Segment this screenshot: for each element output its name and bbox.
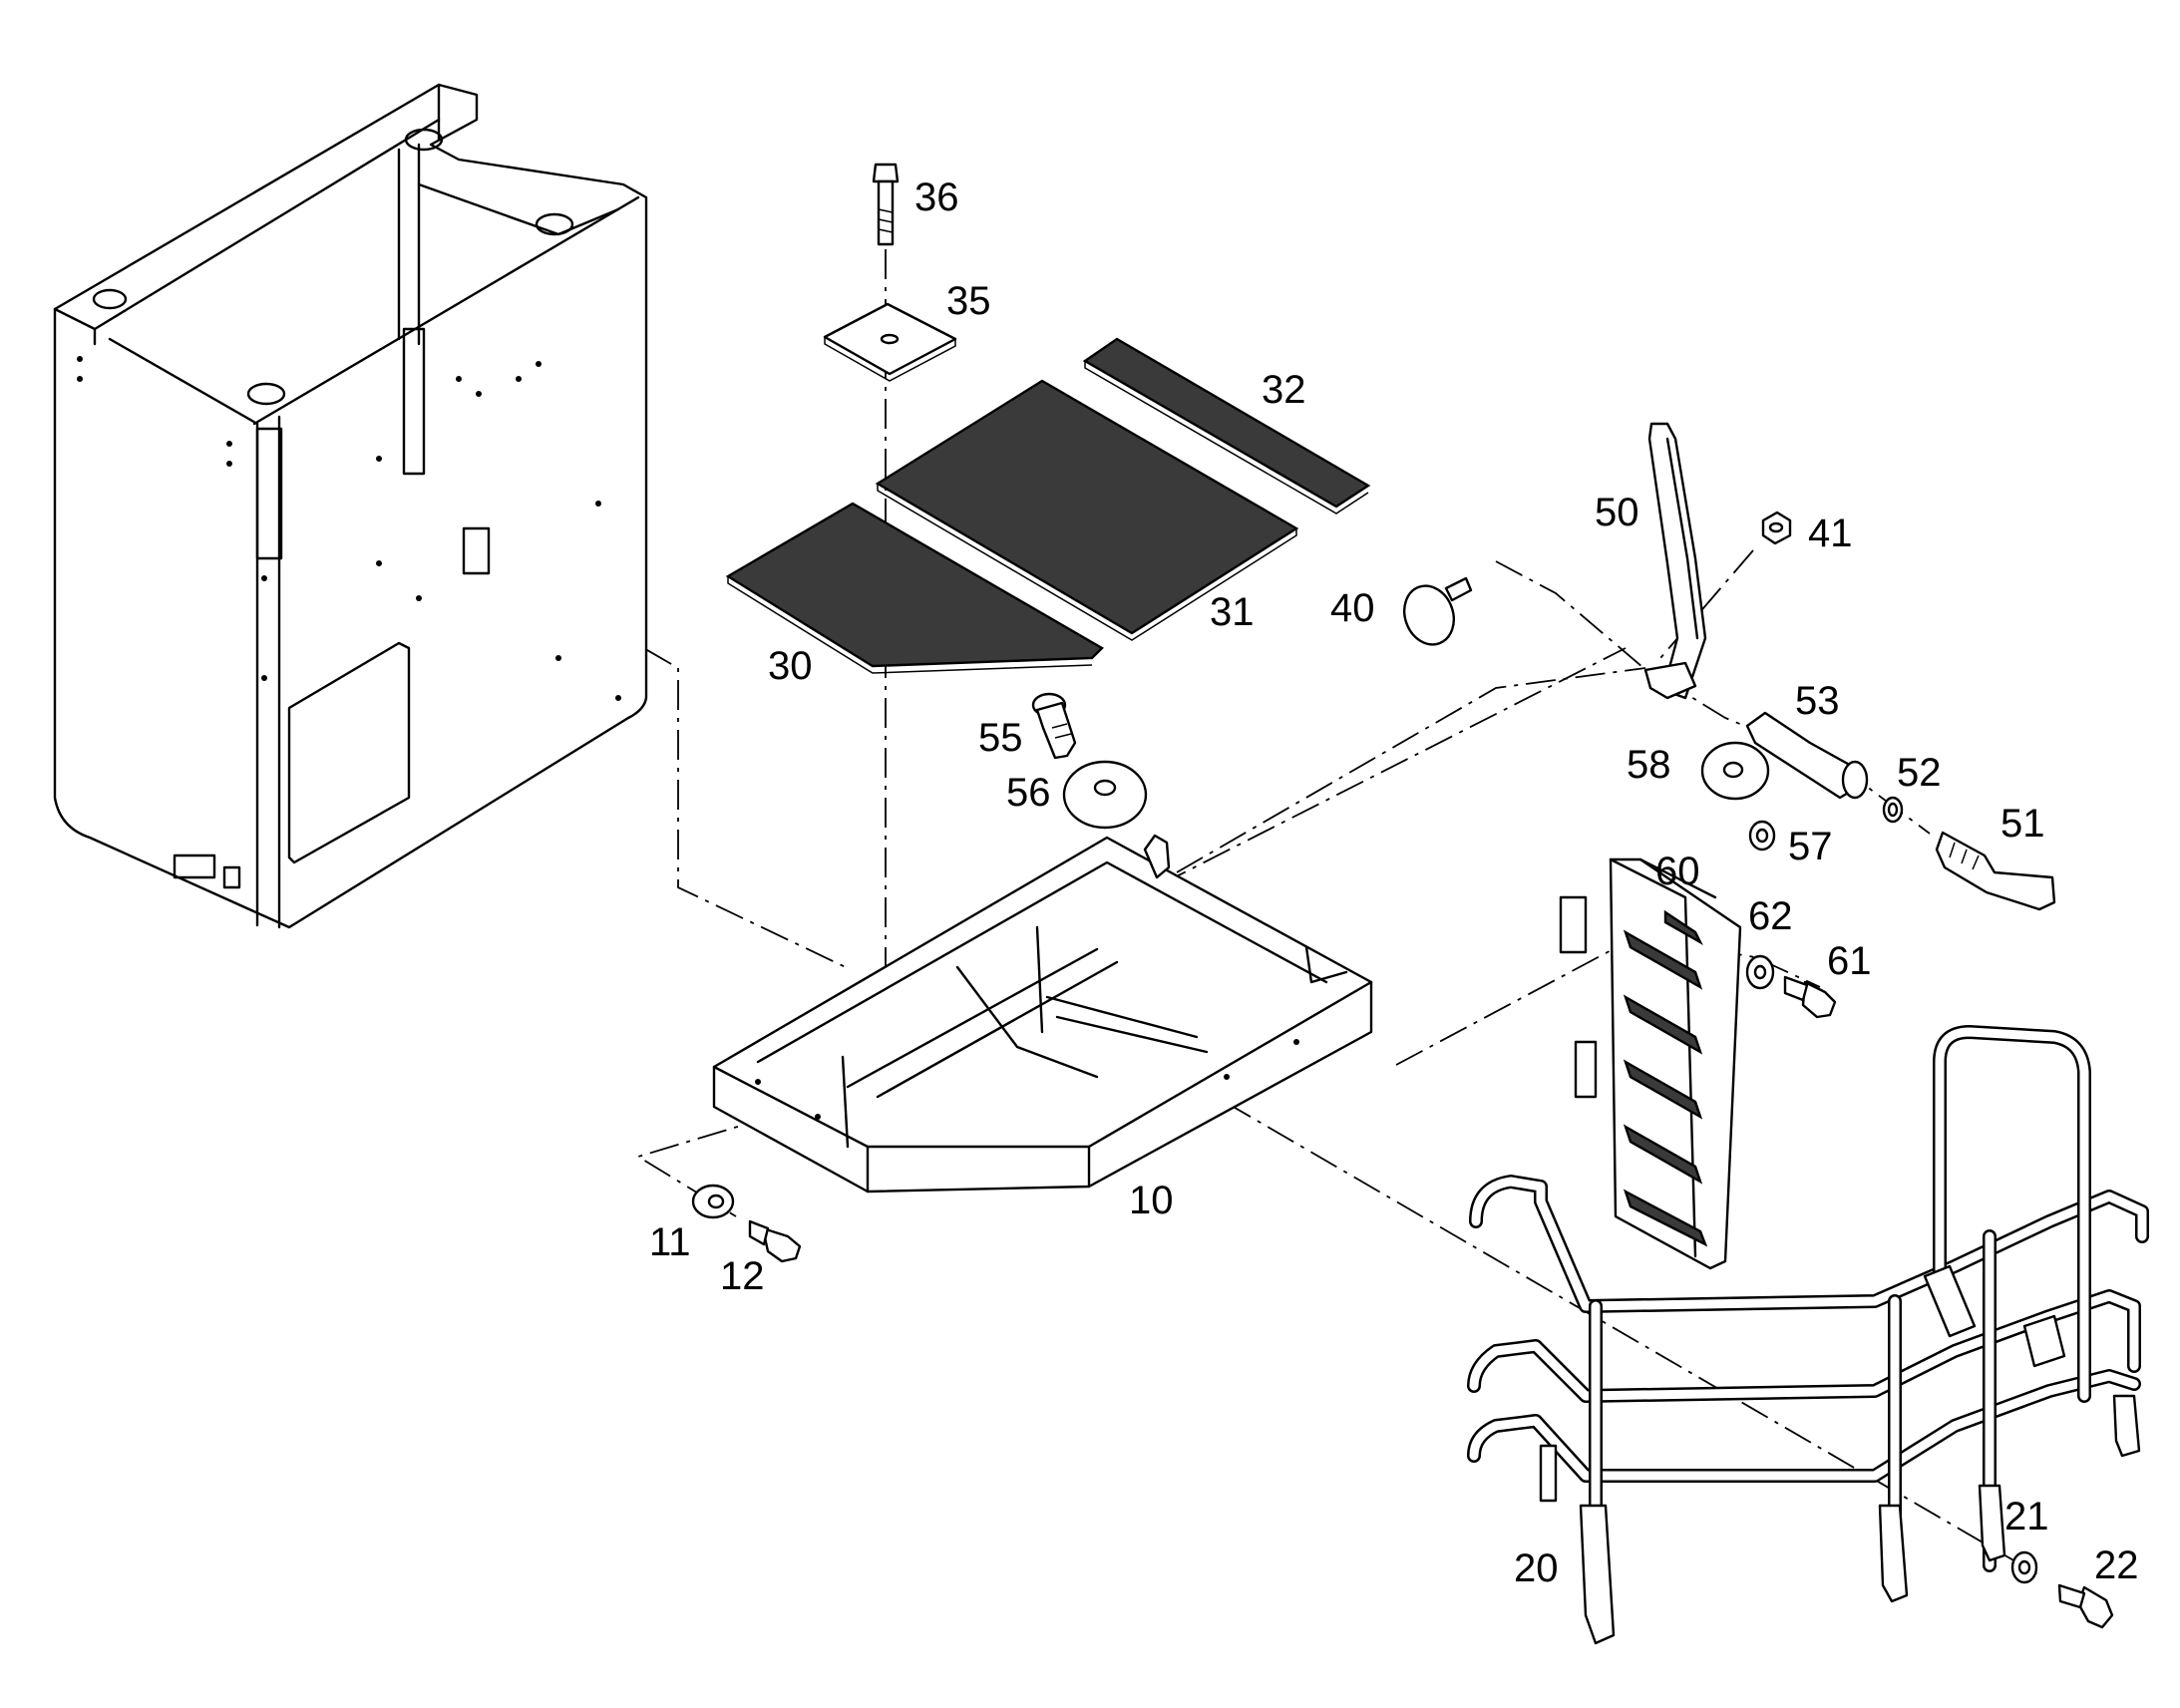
callout-51: 51 bbox=[2000, 802, 2045, 846]
callout-12: 12 bbox=[720, 1254, 765, 1298]
grating-31 bbox=[875, 379, 1299, 641]
washer-11 bbox=[691, 1184, 735, 1219]
nut-41 bbox=[1761, 511, 1792, 545]
bolt-22 bbox=[2057, 1583, 2114, 1629]
assembly-lines bbox=[256, 249, 2040, 1576]
handle-50 bbox=[1643, 422, 1707, 700]
bolt-61 bbox=[1783, 975, 1837, 1019]
base-frame bbox=[712, 834, 1373, 1194]
bolt-51 bbox=[1935, 831, 2056, 911]
callout-57: 57 bbox=[1788, 825, 1833, 868]
bolt-12 bbox=[748, 1219, 802, 1263]
callout-20: 20 bbox=[1514, 1546, 1559, 1590]
railing-20 bbox=[1467, 1025, 2149, 1645]
callout-56: 56 bbox=[1006, 771, 1051, 815]
callout-36: 36 bbox=[914, 175, 959, 219]
callout-52: 52 bbox=[1897, 751, 1942, 795]
callout-10: 10 bbox=[1129, 1179, 1174, 1222]
callout-61: 61 bbox=[1827, 939, 1872, 983]
knob-40 bbox=[1403, 576, 1473, 646]
callout-53: 53 bbox=[1795, 679, 1840, 723]
callout-labels: 10 11 12 20 21 22 30 31 32 35 36 40 41 5… bbox=[649, 175, 2139, 1590]
housing-bolt-holes bbox=[77, 356, 621, 701]
washer-62 bbox=[1745, 954, 1775, 990]
callout-32: 32 bbox=[1262, 368, 1306, 412]
callout-30: 30 bbox=[768, 644, 813, 688]
grating-30 bbox=[725, 502, 1104, 674]
bolt-55 bbox=[1031, 692, 1077, 760]
plate-35 bbox=[823, 302, 957, 382]
washer-57 bbox=[1748, 820, 1776, 852]
callout-58: 58 bbox=[1627, 743, 1671, 787]
washer-21 bbox=[2010, 1550, 2038, 1584]
callout-41: 41 bbox=[1808, 512, 1853, 555]
callout-31: 31 bbox=[1210, 590, 1255, 634]
callout-22: 22 bbox=[2094, 1543, 2139, 1587]
washer-56 bbox=[1062, 760, 1148, 830]
callout-62: 62 bbox=[1748, 894, 1793, 938]
ladder-60 bbox=[1559, 857, 1742, 1270]
bolt-36 bbox=[872, 163, 900, 246]
callout-40: 40 bbox=[1330, 586, 1375, 630]
callout-21: 21 bbox=[2004, 1495, 2049, 1538]
callout-60: 60 bbox=[1655, 850, 1700, 893]
washer-52 bbox=[1882, 796, 1904, 824]
callout-50: 50 bbox=[1595, 491, 1639, 534]
callout-35: 35 bbox=[946, 279, 991, 323]
callout-55: 55 bbox=[978, 716, 1023, 760]
grating-32 bbox=[1082, 337, 1371, 514]
callout-11: 11 bbox=[649, 1220, 691, 1264]
roller-53 bbox=[1745, 711, 1869, 800]
cab-housing bbox=[53, 83, 648, 929]
washer-58 bbox=[1700, 741, 1770, 801]
